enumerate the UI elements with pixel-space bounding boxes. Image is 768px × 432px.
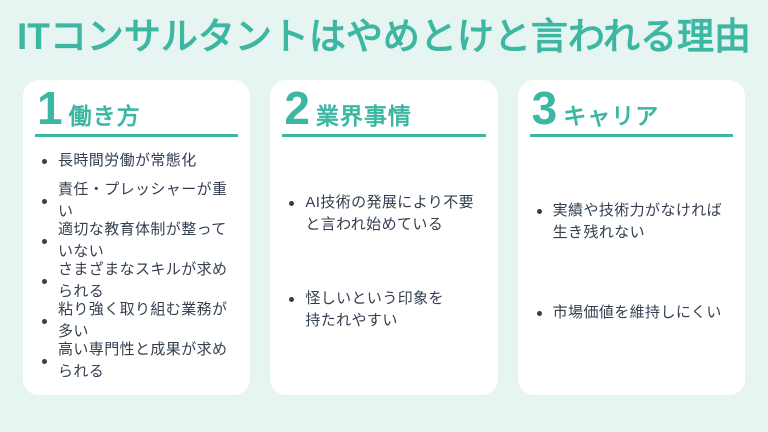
list-item-text: 高い専門性と成果が求められる xyxy=(58,341,228,380)
card-item-list: AI技術の発展により不要 と言われ始めている 怪しいという印象を 持たれやすい xyxy=(282,137,485,383)
bullet-icon xyxy=(536,208,542,214)
card-item-list: 長時間労働が常態化 責任・プレッシャーが重い 適切な教育体制が整っていない さま… xyxy=(35,137,238,383)
list-item: 適切な教育体制が整っていない xyxy=(42,221,238,261)
bullet-icon xyxy=(42,278,47,284)
list-item: さまざまなスキルが求められる xyxy=(42,261,238,301)
list-item: 怪しいという印象を 持たれやすい xyxy=(289,288,485,332)
list-item-text: 怪しいという印象を 持たれやすい xyxy=(305,289,444,329)
card-number: 2 xyxy=(284,82,310,134)
bullet-icon xyxy=(42,358,47,364)
list-item: 粘り強く取り組む業務が多い xyxy=(42,301,238,341)
page-title: ITコンサルタントはやめとけと言われる理由 xyxy=(16,16,752,57)
card-number: 3 xyxy=(531,82,558,134)
bullet-icon xyxy=(536,311,542,317)
bullet-icon xyxy=(289,201,295,207)
list-item-text: 実績や技術力がなければ 生き残れない xyxy=(552,201,723,241)
list-item-text: 長時間労働が常態化 xyxy=(58,152,197,169)
list-item-text: AI技術の発展により不要 と言われ始めている xyxy=(305,194,475,234)
bullet-icon xyxy=(289,296,295,302)
card-heading: 業界事情 xyxy=(315,103,412,129)
card-heading: キャリア xyxy=(563,103,660,129)
list-item-text: 粘り強く取り組む業務が多い xyxy=(58,301,228,340)
bullet-icon xyxy=(42,158,47,164)
list-item: 長時間労働が常態化 xyxy=(42,141,238,181)
bullet-icon xyxy=(42,318,47,324)
list-item-text: 適切な教育体制が整っていない xyxy=(58,221,227,260)
list-item-text: 市場価値を維持しにくい xyxy=(552,304,722,322)
card-number: 1 xyxy=(37,82,63,134)
list-item: 責任・プレッシャーが重い xyxy=(42,181,238,221)
list-item: 実績や技術力がなければ 生き残れない xyxy=(536,200,733,244)
list-item: 高い専門性と成果が求められる xyxy=(42,341,238,381)
list-item: 市場価値を維持しにくい xyxy=(536,302,733,324)
card-item-list: 実績や技術力がなければ 生き残れない 市場価値を維持しにくい xyxy=(530,137,733,383)
bullet-icon xyxy=(42,238,47,244)
list-item-text: さまざまなスキルが求められる xyxy=(58,261,228,300)
list-item: AI技術の発展により不要 と言われ始めている xyxy=(289,192,485,236)
card-heading: 働き方 xyxy=(68,103,141,129)
bullet-icon xyxy=(42,198,47,204)
list-item-text: 責任・プレッシャーが重い xyxy=(58,181,228,220)
